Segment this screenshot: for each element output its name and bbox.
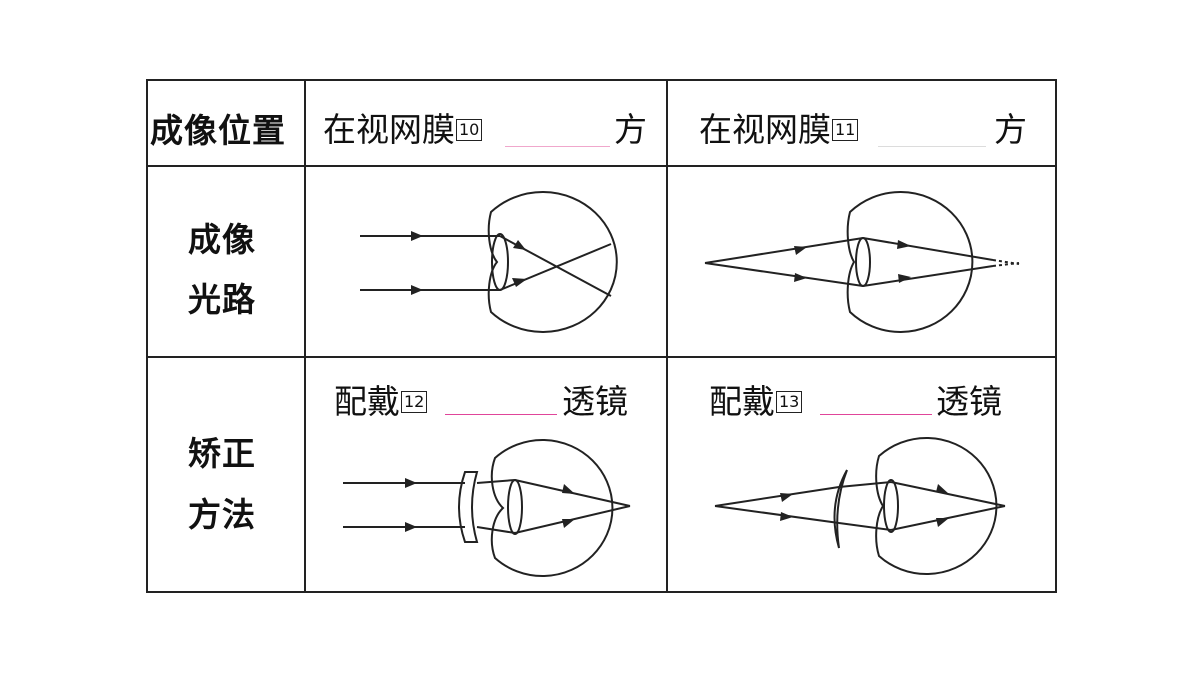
table-bottom-border <box>146 591 1056 593</box>
col-divider-right <box>1055 79 1057 593</box>
col-divider-1 <box>304 79 306 593</box>
ray-top-refracted <box>890 481 1006 507</box>
ray-bottom-incoming <box>704 262 864 287</box>
ray-top-incoming <box>704 237 864 264</box>
arrow-bottom-refracted <box>512 278 527 287</box>
arrow-top-refracted <box>562 484 575 494</box>
arrow-top-refracted <box>513 240 526 250</box>
row-label-path-2: 光路 <box>188 280 256 319</box>
row-divider-1 <box>146 165 1056 167</box>
col-divider-left <box>146 79 148 593</box>
ray-top-refracted <box>862 237 994 261</box>
arrow-top-refracted <box>936 484 949 494</box>
eyeball-outline <box>490 439 614 577</box>
blank-line-11[interactable] <box>878 146 986 147</box>
eyeball-outline <box>875 437 998 575</box>
row-divider-2 <box>146 356 1056 358</box>
row-label-correction-2: 方法 <box>188 495 256 534</box>
convex-lens-correction-diagram <box>714 437 1006 575</box>
nearsighted-light-path-diagram <box>360 191 618 333</box>
arrow-top-incoming <box>780 493 793 502</box>
blank-line-12[interactable] <box>445 414 557 415</box>
dashed-extension-top <box>992 259 1020 265</box>
far-correction-prefix-text: 配戴 <box>709 382 775 421</box>
far-correction-suffix: 透镜 <box>936 382 1002 421</box>
arrow-bottom-incoming <box>794 273 807 282</box>
dashed-extension-bottom <box>992 262 1020 267</box>
ray-top-diverged <box>476 479 516 484</box>
convex-lens <box>833 469 848 549</box>
eyeball-outline <box>487 191 618 333</box>
eye-lens <box>883 479 899 533</box>
concave-lens <box>458 471 479 543</box>
ray-bottom-mid <box>838 522 892 531</box>
near-position-prefix-text: 在视网膜 <box>323 110 455 149</box>
far-position-prefix-text: 在视网膜 <box>699 110 831 149</box>
blank-number-13: 13 <box>776 391 803 413</box>
arrow-bottom-refracted <box>936 518 949 527</box>
near-correction-suffix: 透镜 <box>562 382 628 421</box>
row-label-correction-1: 矫正 <box>188 434 256 473</box>
row-label-position: 成像位置 <box>150 111 286 150</box>
ray-top-mid <box>838 481 892 488</box>
ray-bottom-refracted <box>862 265 994 287</box>
near-position-suffix: 方 <box>614 110 647 149</box>
eyeball-outline <box>846 191 974 333</box>
arrow-top <box>405 478 417 488</box>
col-divider-2 <box>666 79 668 593</box>
eye-lens <box>855 237 871 287</box>
arrow-bottom <box>411 285 423 295</box>
table-top-border <box>146 79 1056 81</box>
blank-number-11: 11 <box>832 119 859 141</box>
farsighted-light-path-diagram <box>704 191 1020 333</box>
eye-lens <box>491 233 509 291</box>
arrow-top-incoming <box>794 246 807 255</box>
arrow-bottom-refracted <box>562 519 575 528</box>
concave-lens-correction-diagram <box>343 439 631 577</box>
row-label-path-1: 成像 <box>188 220 256 259</box>
ray-bottom-incoming <box>714 505 840 524</box>
ray-bottom-diverged <box>476 526 516 534</box>
ray-top-incoming <box>714 486 840 507</box>
arrow-top <box>411 231 423 241</box>
eye-lens <box>507 479 523 535</box>
blank-number-12: 12 <box>401 391 428 413</box>
far-position-suffix: 方 <box>994 110 1027 149</box>
blank-number-10: 10 <box>456 119 483 141</box>
blank-line-13[interactable] <box>820 414 932 415</box>
arrow-bottom-refracted <box>898 274 911 283</box>
arrow-bottom-incoming <box>780 512 793 521</box>
blank-line-10[interactable] <box>505 146 610 147</box>
near-correction-prefix-text: 配戴 <box>334 382 400 421</box>
arrow-top-refracted <box>897 240 911 249</box>
arrow-bottom <box>405 522 417 532</box>
